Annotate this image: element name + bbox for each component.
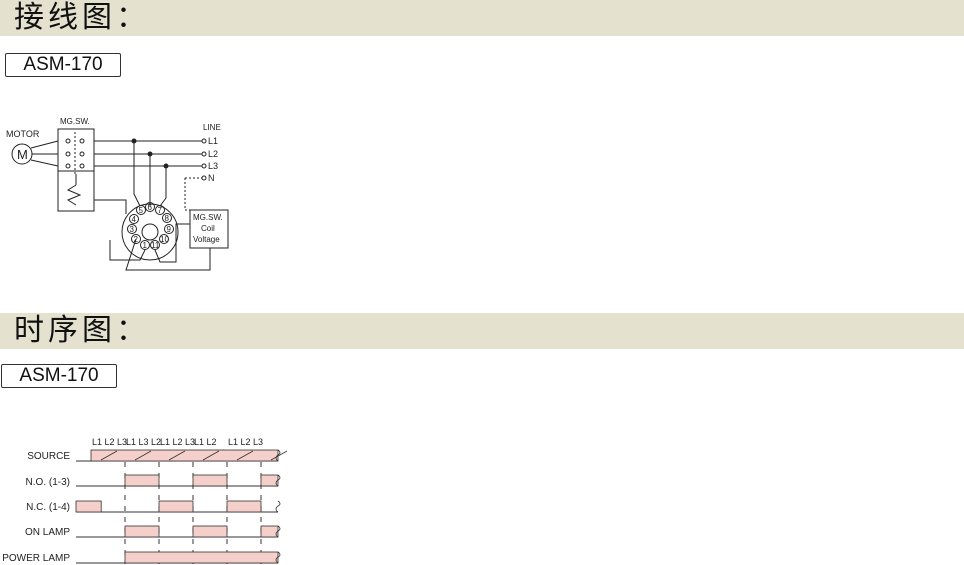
break-mark — [275, 551, 281, 564]
pin-1: 1 — [143, 241, 148, 250]
timing-model-label: ASM-170 — [1, 364, 117, 388]
phase-label: L1 L3 L2 — [126, 437, 161, 447]
signal-high — [75, 500, 102, 513]
timing-section-title: 时序图： — [14, 313, 150, 348]
signal-high — [158, 500, 194, 513]
signal-high — [192, 525, 228, 538]
relay-socket — [121, 203, 179, 261]
pin-10: 10 — [160, 235, 169, 244]
wiring-section-header — [0, 0, 964, 36]
signal-high — [260, 474, 279, 487]
signal-high — [226, 500, 262, 513]
pin-6: 6 — [148, 203, 153, 212]
coil-line-3: Voltage — [193, 235, 220, 244]
line-l3: L3 — [208, 161, 218, 171]
break-mark — [275, 449, 281, 462]
coil-line-1: MG.SW. — [193, 213, 223, 222]
mg-switch-box — [57, 128, 95, 172]
line-label: LINE — [203, 123, 221, 132]
pin-8: 8 — [165, 214, 170, 223]
row-label-nc: N.C. (1-4) — [26, 502, 70, 513]
phase-slash — [270, 450, 288, 461]
signal-high — [124, 474, 160, 487]
line-l1: L1 — [208, 136, 218, 146]
phase-slash — [236, 450, 254, 461]
timing-diagram: SOURCE N.O. (1-3) N.C. (1-4) ON LAMP POW… — [2, 437, 288, 564]
pin-9: 9 — [167, 225, 172, 234]
phase-slash — [100, 450, 118, 461]
row-label-power-lamp: POWER LAMP — [2, 553, 70, 564]
phase-slash — [168, 450, 186, 461]
row-label-source: SOURCE — [27, 451, 70, 462]
phase-slash — [202, 450, 220, 461]
pin-7: 7 — [158, 206, 163, 215]
pin-4: 4 — [132, 215, 137, 224]
coil-line-2: Coil — [201, 224, 215, 233]
motor-label: MOTOR — [6, 129, 40, 139]
overload-box — [57, 170, 95, 212]
pin-11: 11 — [151, 241, 160, 250]
row-label-no: N.O. (1-3) — [26, 477, 70, 488]
phase-label: L1 L2 L3 — [160, 437, 195, 447]
signal-high — [124, 525, 160, 538]
switch-label: MG.SW. — [60, 117, 90, 126]
break-mark — [275, 474, 281, 487]
wiring-model-label: ASM-170 — [5, 53, 121, 77]
signal-high — [124, 551, 279, 564]
pin-5: 5 — [139, 206, 144, 215]
phase-slash — [134, 450, 152, 461]
phase-label: L1 L2 L3 — [228, 437, 263, 447]
row-label-on-lamp: ON LAMP — [25, 527, 70, 538]
coil-voltage-box — [189, 209, 229, 249]
phase-label: L1 L2 L3 — [92, 437, 127, 447]
wiring-section-title: 接线图： — [14, 0, 150, 35]
signal-high — [192, 474, 228, 487]
break-mark — [275, 500, 281, 513]
line-l2: L2 — [208, 149, 218, 159]
wiring-diagram: MOTOR M MG.SW. LINE L1 L2 L3 N 1 2 3 4 5… — [6, 117, 229, 271]
timing-section-header — [0, 313, 964, 349]
phase-label: L1 L2 — [194, 437, 217, 447]
pin-3: 3 — [130, 225, 135, 234]
motor-letter: M — [17, 147, 28, 162]
break-mark — [275, 525, 281, 538]
line-n: N — [208, 173, 215, 183]
signal-high — [260, 525, 279, 538]
